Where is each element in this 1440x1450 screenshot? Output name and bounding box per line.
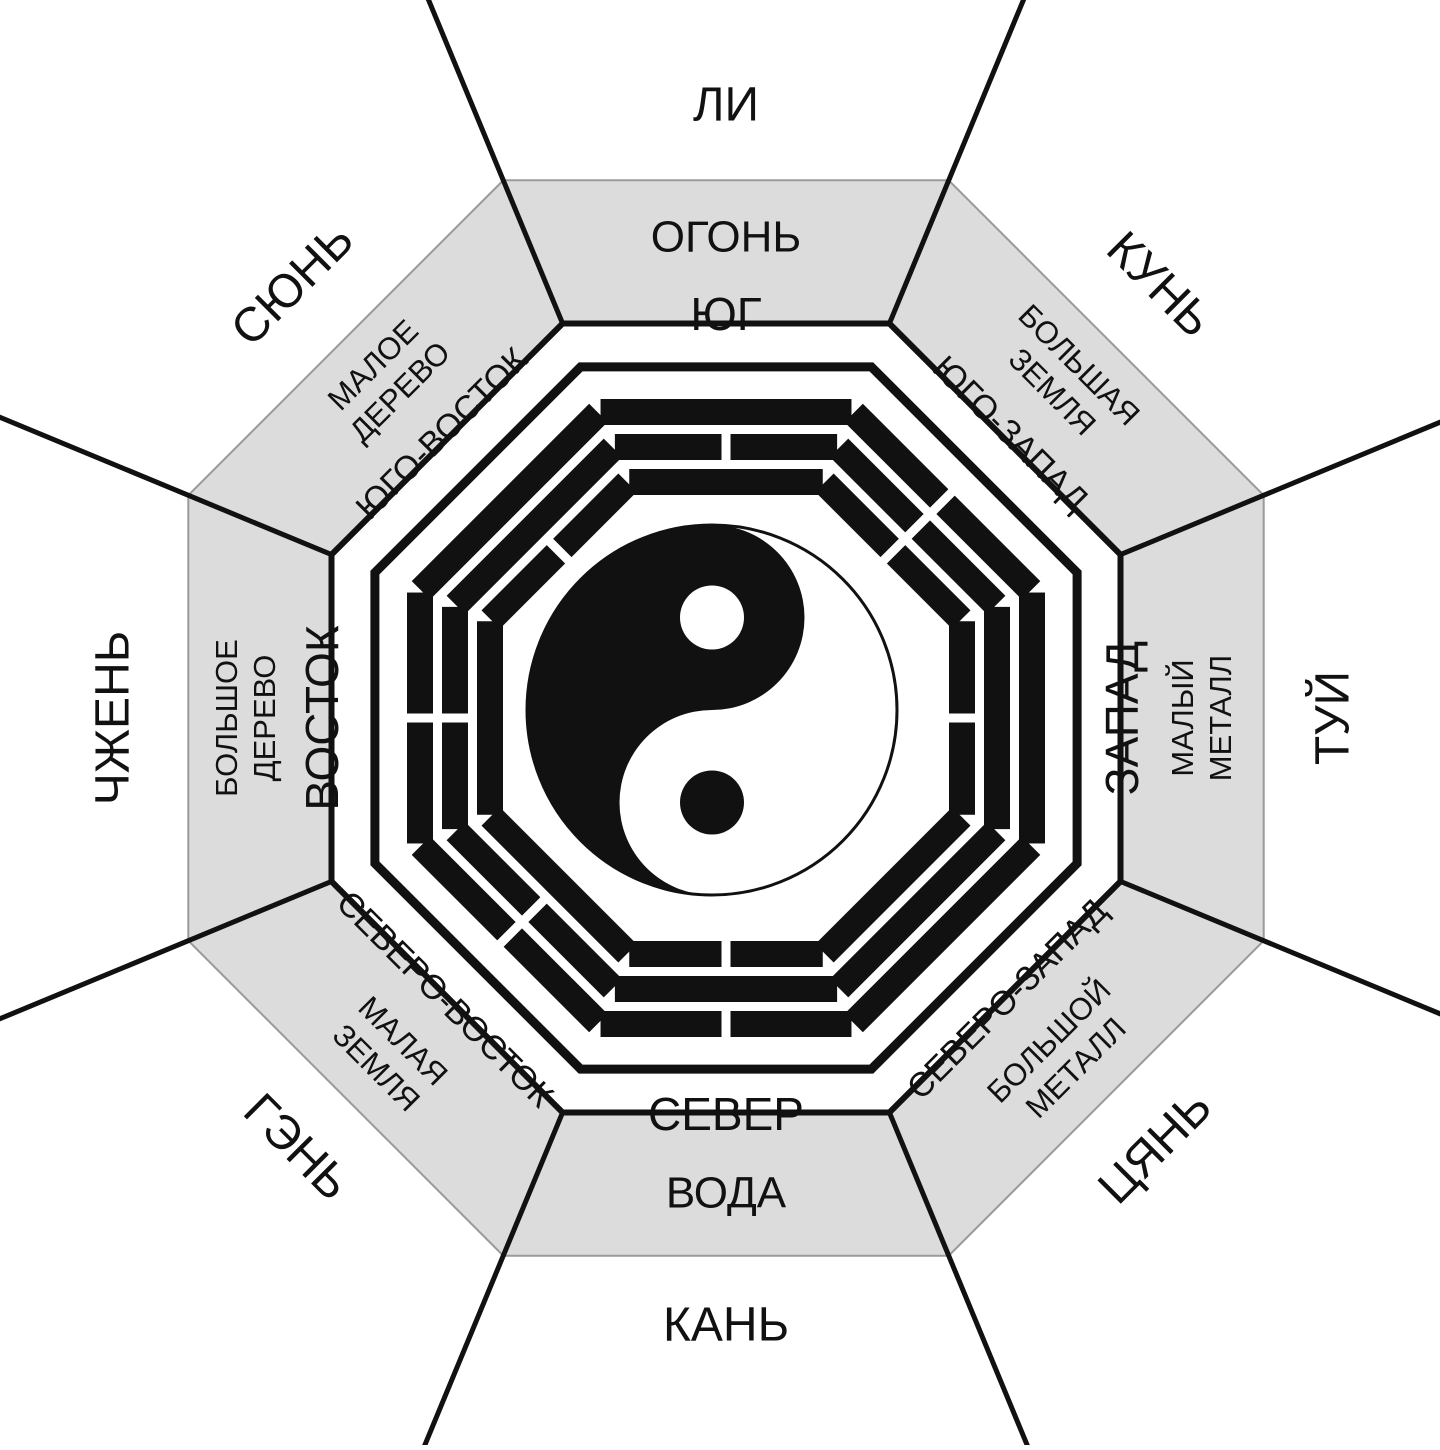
trigram-name-southeast-group: СЮНЬ (221, 213, 364, 356)
sector-divider (1119, 419, 1440, 557)
trigram-yin-segment (911, 520, 1006, 615)
trigram-yang-line (477, 621, 503, 815)
element-label-east-group: БОЛЬШОЕ (209, 639, 244, 797)
trigram-yin-segment (442, 722, 468, 830)
trigram-yin-segment (815, 473, 899, 558)
element-label-south: ОГОНЬ (651, 213, 801, 262)
sector-divider (1119, 879, 1440, 1017)
trigram-yin-segment (949, 722, 975, 815)
trigram-name-northwest-group: ЦЯНЬ (1088, 1080, 1222, 1214)
trigram-yang-line (829, 821, 1006, 998)
element-label-west-group: МАЛЫЙ (1164, 659, 1200, 776)
element-label-west: МЕТАЛЛ (1203, 655, 1238, 781)
direction-label-south: ЮГ (690, 288, 761, 340)
trigram-yang-line (629, 469, 823, 495)
trigram-yin-segment (614, 434, 722, 460)
trigram-south (600, 399, 852, 495)
trigram-northeast (411, 807, 637, 1033)
trigram-symbols (407, 399, 1045, 1037)
trigram-northwest (815, 807, 1041, 1033)
trigram-yang-line (815, 807, 971, 963)
trigram-name-south: ЛИ (693, 79, 759, 132)
element-label-west: МАЛЫЙ (1164, 659, 1200, 776)
trigram-name-northeast: ГЭНЬ (233, 1084, 360, 1211)
trigram-yin-segment (730, 1011, 852, 1037)
trigram-yin-segment (730, 434, 838, 460)
trigram-southeast (411, 403, 637, 629)
trigram-yin-segment (949, 621, 975, 714)
element-label-east: БОЛЬШОЕ (209, 639, 244, 797)
trigram-name-southwest: КУНЬ (1096, 222, 1222, 348)
trigram-west (949, 592, 1045, 844)
trigram-name-east-group: ЧЖЕНЬ (87, 631, 140, 806)
trigram-yin-segment (730, 941, 823, 967)
trigram-name-north-group: КАНЬ (663, 1299, 789, 1352)
trigram-yin-segment (446, 821, 541, 916)
trigram-southwest (815, 403, 1041, 629)
trigram-yin-segment (629, 941, 722, 967)
element-label-south-group: ОГОНЬ (651, 213, 801, 262)
direction-label-south-group: ЮГ (690, 288, 761, 340)
trigram-yang-line (1019, 592, 1045, 844)
direction-label-west-group: ЗАПАД (1096, 641, 1148, 795)
trigram-yin-segment (600, 1011, 722, 1037)
direction-label-north: СЕВЕР (648, 1088, 804, 1140)
trigram-yin-segment (481, 545, 566, 629)
trigram-north (600, 941, 852, 1037)
trigram-yang-line (844, 836, 1041, 1033)
trigram-yin-segment (829, 438, 924, 533)
taiji-yang-dot (680, 585, 744, 650)
trigram-yang-line (614, 976, 838, 1002)
direction-label-west: ЗАПАД (1096, 641, 1148, 795)
trigram-yin-segment (411, 836, 516, 941)
trigram-yin-segment (553, 473, 637, 558)
trigram-yin-segment (442, 606, 468, 714)
trigram-name-west: ТУЙ (1305, 671, 1360, 765)
trigram-yin-segment (503, 928, 608, 1033)
direction-label-north-group: СЕВЕР (648, 1088, 804, 1140)
element-label-east-group: ДЕРЕВО (247, 655, 282, 782)
taiji-yin-dot (680, 770, 744, 835)
trigram-name-southwest-group: КУНЬ (1096, 222, 1222, 348)
element-label-west-group: МЕТАЛЛ (1203, 655, 1238, 781)
yin-yang-symbol (525, 523, 899, 897)
sector-divider (0, 879, 333, 1022)
trigram-name-west-group: ТУЙ (1305, 671, 1360, 765)
sector-divider (887, 1111, 1031, 1449)
element-label-east: ДЕРЕВО (247, 655, 282, 782)
trigram-yin-segment (407, 722, 433, 844)
trigram-yang-line (446, 438, 623, 615)
sector-divider (425, 0, 565, 325)
direction-label-east: ВОСТОК (296, 625, 348, 810)
trigram-yin-segment (528, 903, 623, 998)
trigram-name-northeast-group: ГЭНЬ (233, 1084, 360, 1211)
trigram-name-northwest: ЦЯНЬ (1088, 1080, 1222, 1214)
element-label-north-group: ВОДА (666, 1169, 787, 1218)
sector-divider (887, 0, 1027, 325)
element-label-north: ВОДА (666, 1169, 787, 1218)
trigram-name-southeast: СЮНЬ (221, 213, 364, 356)
trigram-east (407, 592, 503, 844)
trigram-yang-line (984, 606, 1010, 830)
trigram-yang-line (411, 403, 608, 600)
trigram-yang-line (600, 399, 852, 425)
trigram-name-south-group: ЛИ (693, 79, 759, 132)
trigram-yin-segment (844, 403, 949, 508)
trigram-yang-line (481, 807, 637, 963)
trigram-yin-segment (886, 545, 971, 629)
trigram-yin-segment (407, 592, 433, 714)
trigram-name-north: КАНЬ (663, 1299, 789, 1352)
direction-label-east-group: ВОСТОК (296, 625, 348, 810)
trigram-name-east: ЧЖЕНЬ (87, 631, 140, 806)
trigram-yin-segment (936, 495, 1041, 600)
sector-divider (421, 1111, 565, 1449)
sector-divider (0, 414, 333, 557)
